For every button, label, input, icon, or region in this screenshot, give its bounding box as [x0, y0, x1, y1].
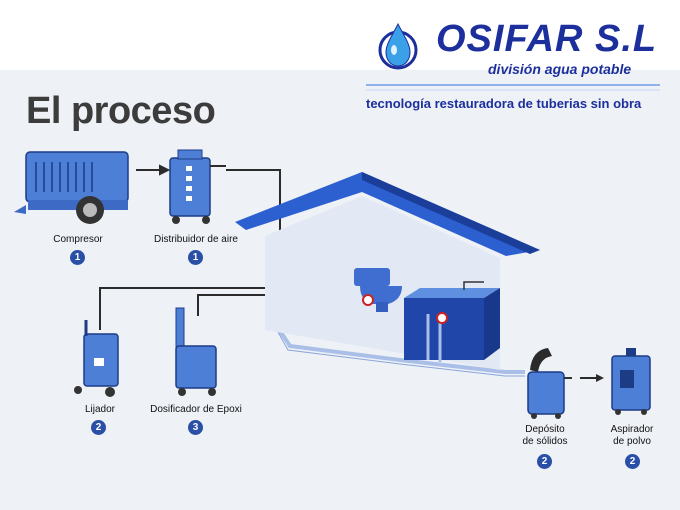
toilet-icon [354, 268, 402, 312]
compressor-icon [14, 151, 129, 224]
brand-name: OSIFAR S.L [436, 18, 658, 60]
water-tank-icon [404, 281, 500, 362]
step-label-deposito: Depósito de sólidos [522, 424, 568, 447]
air-distributor-icon [169, 149, 226, 224]
step-label-distribuidor: Distribuidor de aire [154, 234, 238, 245]
step-label-dosificador: Dosificador de Epoxi [150, 404, 242, 415]
brand-division: división agua potable [488, 61, 632, 77]
step-label-aspirador: Aspirador de polvo [610, 424, 654, 447]
water-drop-logo [378, 22, 418, 70]
step-label-lijador: Lijador [84, 404, 116, 415]
step-number-badge: 1 [70, 250, 85, 265]
dust-vacuum-icon [611, 348, 651, 415]
house-roof [235, 172, 540, 256]
page-title: El proceso [26, 90, 216, 132]
step-number-badge: 2 [625, 454, 640, 469]
step-number-badge: 1 [188, 250, 203, 265]
sander-icon [74, 320, 119, 397]
flow-arrow [580, 374, 604, 382]
step-number-badge: 2 [537, 454, 552, 469]
step-label-compresor: Compresor [53, 234, 103, 245]
solids-tank-icon [527, 348, 572, 419]
step-number-badge: 2 [91, 420, 106, 435]
epoxy-dispenser-icon [175, 307, 217, 396]
brand-tagline: tecnología restauradora de tuberias sin … [366, 96, 642, 111]
step-number-badge: 3 [188, 420, 203, 435]
